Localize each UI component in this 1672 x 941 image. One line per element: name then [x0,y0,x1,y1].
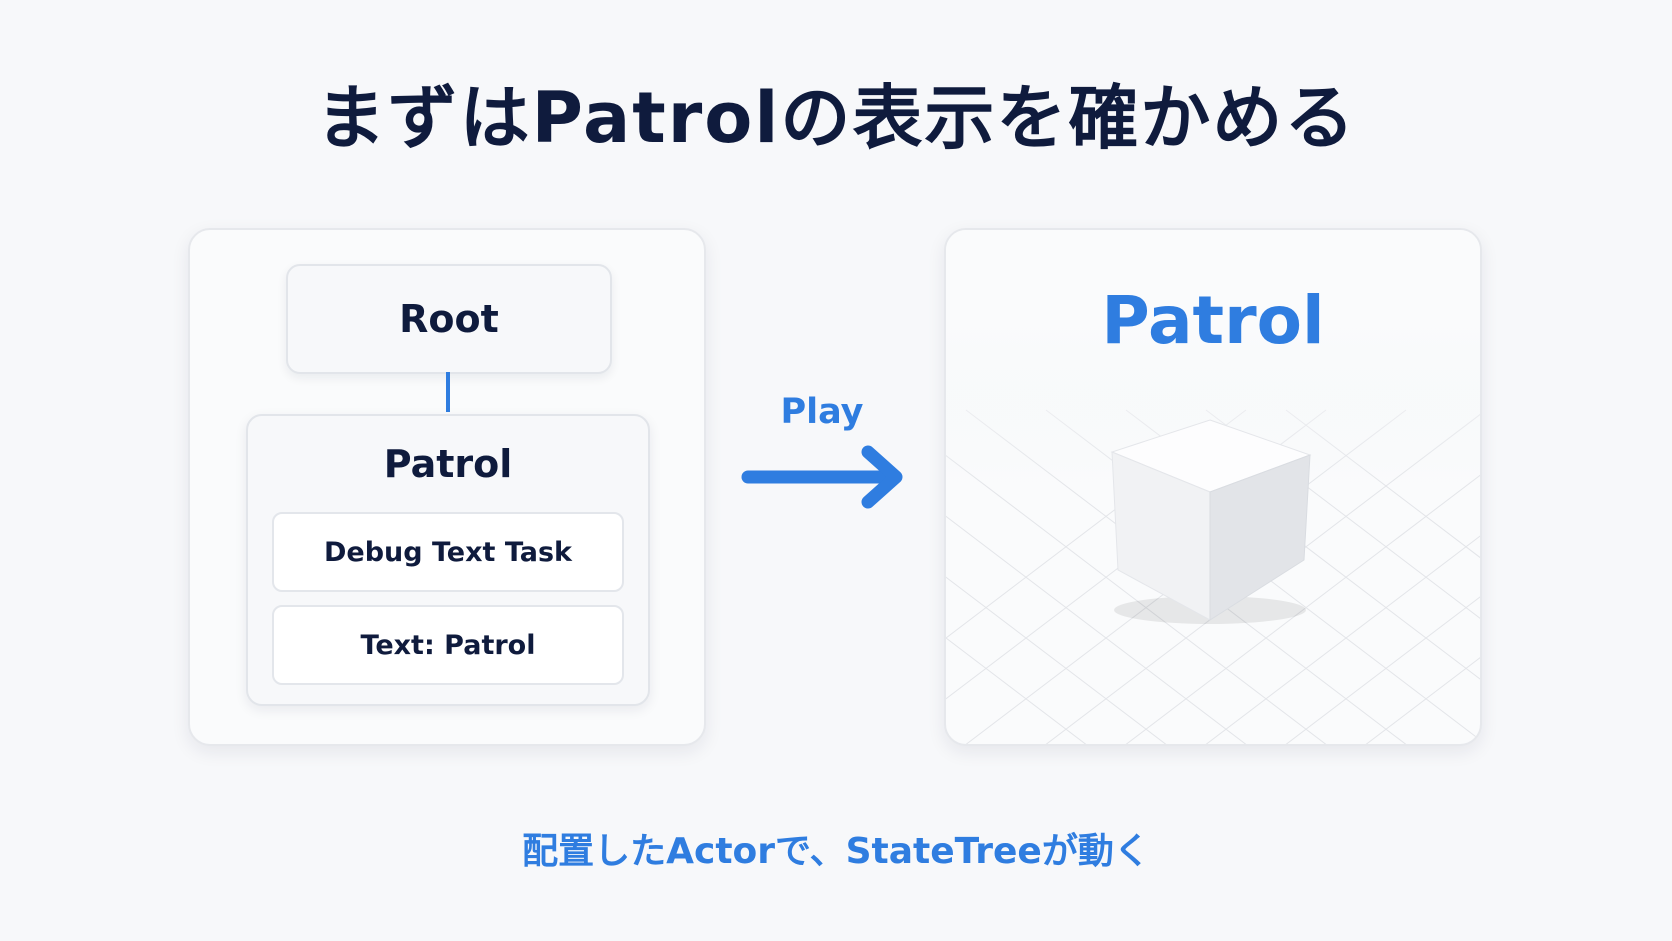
page-title: まずはPatrolの表示を確かめる [315,77,1357,159]
text-parameter-label: Text: Patrol [360,629,536,661]
debug-text-display: Patrol [1101,282,1325,359]
game-viewport-panel: Patrol [944,228,1482,746]
debug-text-task-label: Debug Text Task [323,536,573,568]
state-tree-panel: Root Patrol Debug Text Task Text: Patrol [188,228,706,746]
cube-actor-icon [1110,419,1312,624]
text-parameter-box: Text: Patrol [272,605,624,685]
debug-text-task-box: Debug Text Task [272,512,624,592]
state-connector-line [446,372,450,412]
right-arrow-icon [741,445,903,509]
root-state-label: Root [399,297,499,341]
patrol-state-label: Patrol [383,442,513,486]
footer-caption: 配置したActorで、StateTreeが動く [522,831,1150,872]
play-label: Play [780,392,864,432]
patrol-state-node: Patrol Debug Text Task Text: Patrol [246,414,650,706]
root-state-node: Root [286,264,612,374]
